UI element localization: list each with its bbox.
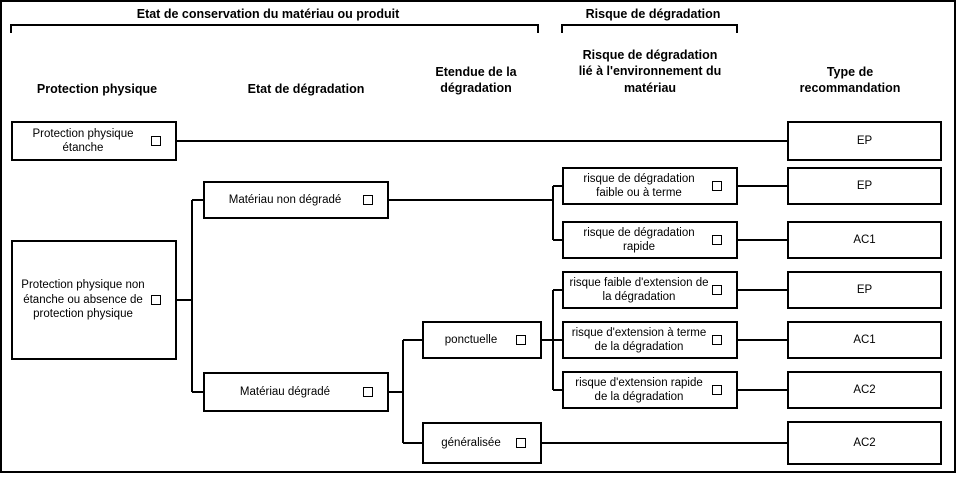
node-label: risque d'extension rapide de la dégradat… <box>575 376 703 403</box>
checkbox-icon[interactable] <box>712 385 722 395</box>
node-risque-extension-rapide: risque d'extension rapide de la dégradat… <box>562 371 738 409</box>
node-risque-extension-a-terme: risque d'extension à terme de la dégrada… <box>562 321 738 359</box>
reco-label: AC2 <box>853 436 876 449</box>
checkbox-icon[interactable] <box>151 136 161 146</box>
node-materiau-non-degrade: Matériau non dégradé <box>203 181 389 219</box>
node-risque-faible-extension: risque faible d'extension de la dégradat… <box>562 271 738 309</box>
node-protection-physique-etanche: Protection physique étanche <box>11 121 177 161</box>
node-risque-degradation-faible-ou-a-terme: risque de dégradation faible ou à terme <box>562 167 738 205</box>
node-risque-degradation-rapide: risque de dégradation rapide <box>562 221 738 259</box>
reco-box-ep-3: EP <box>787 271 942 309</box>
reco-box-ac2-1: AC2 <box>787 371 942 409</box>
reco-label: EP <box>856 179 873 192</box>
reco-box-ac1-2: AC1 <box>787 321 942 359</box>
column-header-etat-degradation: Etat de dégradation <box>247 82 365 96</box>
group-title-risque: Risque de dégradation <box>585 7 721 21</box>
node-label: ponctuelle <box>444 333 498 346</box>
column-header-etendue-degradation: Etendue de la dégradation <box>435 65 517 96</box>
node-label: Matériau non dégradé <box>228 193 342 206</box>
node-label: Protection physique étanche <box>32 127 134 154</box>
node-label: risque de dégradation rapide <box>583 226 695 253</box>
reco-label: EP <box>856 134 873 147</box>
checkbox-icon[interactable] <box>363 387 373 397</box>
node-label: risque d'extension à terme de la dégrada… <box>571 326 707 353</box>
column-header-protection-physique: Protection physique <box>36 82 158 96</box>
reco-box-ac1-1: AC1 <box>787 221 942 259</box>
checkbox-icon[interactable] <box>363 195 373 205</box>
checkbox-icon[interactable] <box>516 438 526 448</box>
reco-box-ep-2: EP <box>787 167 942 205</box>
reco-label: AC2 <box>853 383 876 396</box>
node-generalisee: généralisée <box>422 422 542 464</box>
reco-box-ep-1: EP <box>787 121 942 161</box>
group-title-conservation: Etat de conservation du matériau ou prod… <box>136 7 400 21</box>
checkbox-icon[interactable] <box>712 181 722 191</box>
node-label: risque de dégradation faible ou à terme <box>583 172 695 199</box>
node-label: Matériau dégradé <box>239 385 331 398</box>
reco-label: EP <box>856 283 873 296</box>
node-materiau-degrade: Matériau dégradé <box>203 372 389 412</box>
node-ponctuelle: ponctuelle <box>422 321 542 359</box>
checkbox-icon[interactable] <box>516 335 526 345</box>
column-header-risque-environnement: Risque de dégradation lié à l'environnem… <box>578 48 722 95</box>
checkbox-icon[interactable] <box>712 285 722 295</box>
reco-label: AC1 <box>853 333 876 346</box>
node-label: risque faible d'extension de la dégradat… <box>569 276 709 303</box>
checkbox-icon[interactable] <box>151 295 161 305</box>
bracket-risque <box>561 24 738 33</box>
node-label: généralisée <box>441 436 501 449</box>
bracket-conservation <box>10 24 539 33</box>
reco-box-ac2-2: AC2 <box>787 421 942 465</box>
checkbox-icon[interactable] <box>712 335 722 345</box>
node-protection-physique-non-etanche: Protection physique non étanche ou absen… <box>11 240 177 360</box>
node-label: Protection physique non étanche ou absen… <box>21 279 145 321</box>
column-header-type-recommandation: Type de recommandation <box>799 65 901 96</box>
checkbox-icon[interactable] <box>712 235 722 245</box>
reco-label: AC1 <box>853 233 876 246</box>
